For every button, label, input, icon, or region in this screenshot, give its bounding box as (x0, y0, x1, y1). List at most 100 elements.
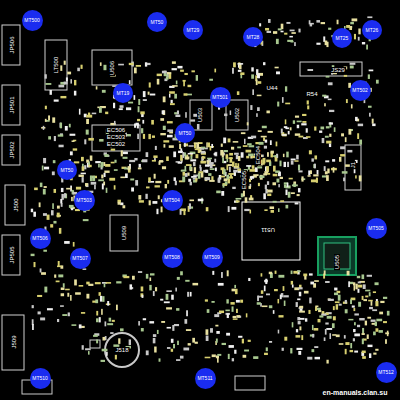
smd-pad (365, 321, 367, 326)
hole-label: MT503 (76, 198, 92, 203)
smd-pad (252, 165, 255, 169)
smd-pad (180, 155, 183, 161)
smd-pad (156, 209, 158, 214)
smd-pad (40, 268, 42, 272)
smd-pad (224, 150, 228, 152)
smd-pad (191, 70, 194, 72)
smd-pad (309, 150, 312, 154)
smd-pad (373, 353, 376, 355)
smd-pad (175, 288, 177, 292)
smd-pad (365, 290, 370, 292)
smd-pad (326, 328, 332, 330)
smd-pad (171, 349, 173, 352)
smd-pad (84, 165, 86, 169)
smd-pad (146, 186, 150, 188)
smd-pad (334, 288, 337, 291)
smd-pad (169, 91, 175, 93)
smd-pad (141, 128, 143, 133)
smd-pad (66, 188, 72, 190)
smd-pad (100, 296, 102, 302)
smd-pad (299, 306, 303, 308)
smd-pad (167, 72, 172, 74)
smd-pad (171, 295, 174, 300)
smd-pad (114, 169, 118, 171)
smd-pad (215, 152, 218, 156)
smd-pad (229, 345, 234, 348)
smd-pad (153, 338, 156, 343)
smd-pad (228, 157, 232, 159)
smd-pad (37, 295, 42, 297)
smd-pad (74, 80, 76, 85)
smd-pad (362, 356, 366, 359)
smd-pad (275, 271, 277, 274)
smd-pad (205, 170, 208, 173)
smd-pad (269, 341, 272, 343)
smd-pad (357, 133, 359, 139)
smd-pad (43, 189, 46, 195)
smd-pad (115, 355, 117, 360)
smd-pad (48, 115, 50, 120)
smd-pad (146, 152, 149, 157)
smd-pad (244, 139, 246, 144)
smd-pad (333, 167, 335, 172)
smd-pad (160, 133, 166, 135)
smd-pad (238, 156, 240, 161)
smd-pad (234, 350, 236, 354)
smd-pad (79, 109, 81, 115)
smd-pad (58, 274, 63, 277)
smd-pad (358, 124, 363, 127)
smd-pad (354, 285, 356, 291)
mounting-hole: MT512 (376, 362, 397, 383)
smd-pad (252, 89, 254, 95)
smd-pad (194, 143, 196, 148)
smd-pad (74, 91, 76, 96)
smd-pad (346, 25, 350, 28)
hole-label: MT504 (164, 198, 180, 203)
smd-pad (176, 308, 179, 311)
part-designator: JP502 (9, 140, 15, 159)
mounting-hole: MT509 (202, 247, 223, 268)
smd-pad (283, 295, 289, 297)
smd-pad (233, 170, 237, 173)
smd-pad (258, 130, 262, 132)
smd-pad (363, 284, 366, 289)
part-designator: EC505 (241, 170, 247, 190)
smd-pad (263, 62, 265, 65)
smd-pad (106, 352, 108, 356)
smd-pad (266, 166, 269, 172)
smd-pad (322, 95, 326, 97)
smd-pad (297, 270, 300, 272)
smd-pad (233, 141, 239, 143)
smd-pad (86, 294, 89, 299)
smd-pad (313, 164, 316, 168)
hole-label: MT509 (204, 255, 220, 260)
smd-pad (86, 119, 89, 124)
smd-pad (295, 202, 299, 204)
smd-pad (275, 67, 279, 69)
smd-pad (142, 120, 144, 124)
smd-pad (256, 79, 258, 85)
smd-pad (362, 328, 364, 333)
smd-pad (102, 90, 106, 93)
smd-pad (102, 296, 104, 302)
smd-pad (153, 155, 157, 158)
smd-pad (321, 22, 325, 24)
mounting-hole: MT50 (175, 123, 195, 143)
smd-pad (357, 276, 360, 278)
smd-pad (329, 110, 334, 112)
smd-pad (315, 357, 320, 359)
smd-pad (59, 145, 64, 148)
smd-pad (114, 121, 116, 125)
smd-pad (297, 121, 302, 123)
part-designator: EC503 (106, 134, 126, 140)
smd-pad (167, 129, 173, 132)
mounting-hole: MT510 (30, 368, 51, 389)
smd-pad (325, 160, 329, 162)
part-designator: U505 (334, 254, 340, 270)
smd-pad (185, 112, 187, 118)
smd-pad (98, 164, 100, 168)
smd-pad (308, 310, 310, 314)
smd-pad (266, 293, 270, 295)
smd-pad (211, 176, 213, 180)
smd-pad (121, 150, 123, 156)
